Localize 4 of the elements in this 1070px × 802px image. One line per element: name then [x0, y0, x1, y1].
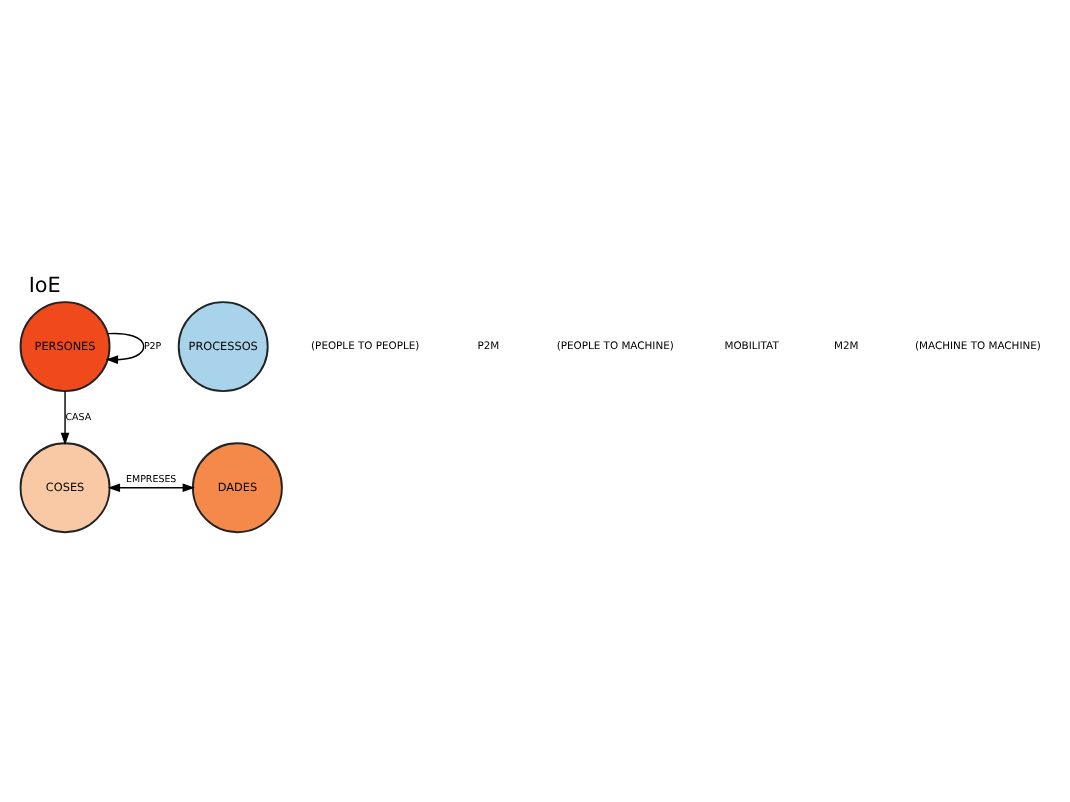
diagram-title: IoE	[28, 273, 61, 298]
arrow	[105, 331, 145, 363]
arrow	[60, 389, 70, 445]
arrow	[107, 482, 195, 492]
